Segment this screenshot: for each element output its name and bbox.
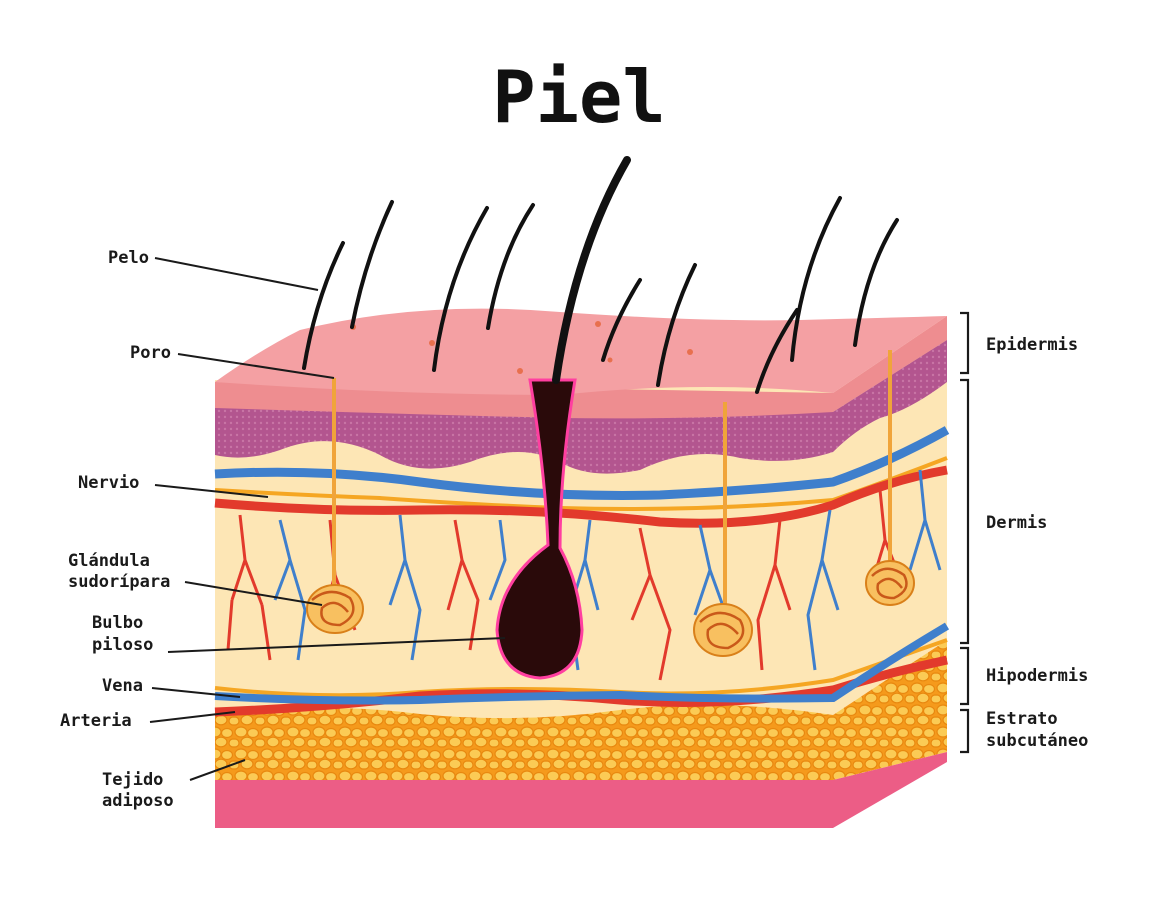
page-title: Piel [492, 55, 665, 139]
label-tejido-line1: Tejido [102, 770, 163, 790]
label-pelo: Pelo [108, 248, 149, 268]
label-poro: Poro [130, 343, 171, 363]
hypodermis-fat-side [833, 640, 947, 780]
label-estrato-line2: subcutáneo [986, 731, 1088, 751]
leader-arteria [149, 711, 236, 723]
leader-vena [151, 687, 241, 698]
sweat-gland-coil [693, 603, 753, 657]
leader-glandula [184, 581, 323, 606]
bracket-hipodermis [960, 646, 970, 706]
label-epidermis: Epidermis [986, 335, 1078, 355]
left-labels: Pelo Poro Nervio Glándula sudorípara Bul… [60, 248, 506, 811]
leader-nervio [154, 484, 269, 498]
leader-pelo [154, 257, 319, 291]
leader-bulbo [167, 637, 506, 653]
label-bulbo-line1: Bulbo [92, 613, 143, 633]
sweat-gland-coil [306, 584, 364, 634]
vein-lower [214, 622, 950, 705]
hairs [302, 196, 899, 394]
dermis-front [215, 380, 833, 719]
leader-tejido [189, 759, 246, 781]
sweat-glands [306, 560, 915, 657]
label-vena: Vena [102, 676, 143, 696]
bracket-epidermis [960, 311, 970, 375]
sweat-gland-ducts [332, 350, 892, 610]
label-bulbo-line2: piloso [92, 635, 153, 655]
label-arteria: Arteria [60, 711, 132, 731]
main-hair-shaft [552, 156, 631, 384]
artery-upper [214, 465, 948, 528]
label-dermis: Dermis [986, 513, 1047, 533]
leader-poro [177, 353, 335, 379]
capillaries-venous [273, 469, 942, 671]
label-glandula-line2: sudorípara [68, 572, 170, 592]
epidermis-top-surface [215, 308, 947, 395]
label-nervio: Nervio [78, 473, 139, 493]
right-labels: Epidermis Dermis Hipodermis Estrato subc… [960, 311, 1088, 754]
subcutaneous-layer-front [215, 775, 833, 828]
sweat-gland-coil [865, 560, 915, 606]
label-estrato-line1: Estrato [986, 709, 1058, 729]
label-glandula-line1: Glándula [68, 551, 150, 571]
epidermis-front-edge [215, 382, 833, 419]
label-tejido-line2: adiposo [102, 791, 174, 811]
skin-block [214, 156, 950, 828]
subcutaneous-layer-side [833, 752, 947, 828]
hair-bulb [495, 378, 584, 680]
bracket-dermis [960, 378, 970, 645]
bracket-estrato [960, 708, 970, 754]
label-hipodermis: Hipodermis [986, 666, 1088, 686]
hypodermis-fat-front [215, 702, 833, 780]
vein-upper [214, 426, 950, 500]
